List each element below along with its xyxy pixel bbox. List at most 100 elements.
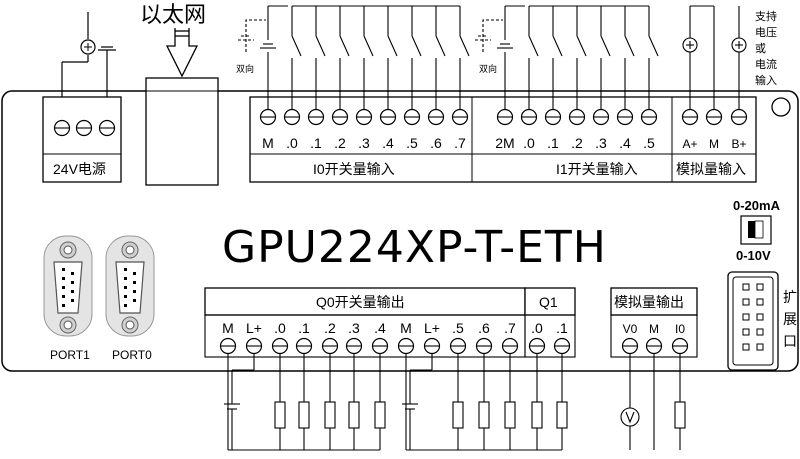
i0-terminal-label: .4 <box>382 135 394 151</box>
i1-terminal-screw <box>616 108 634 126</box>
ao-terminal-screw <box>671 337 689 355</box>
side-note-line: 电流 <box>755 57 777 71</box>
port1-connector: PORT1 <box>43 235 93 362</box>
i0-terminal-screw <box>355 108 373 126</box>
dip-switch-lever <box>748 221 755 238</box>
i0-terminal-label: M <box>262 135 274 151</box>
i1-terminal-screw <box>592 108 610 126</box>
q1-terminal-screw <box>553 337 571 355</box>
i0-terminal-screw <box>259 108 277 126</box>
port1-connector-label: PORT1 <box>50 348 90 362</box>
ai-terminal-label: M <box>709 137 719 151</box>
i0-terminal-screw <box>427 108 445 126</box>
q0-terminal-screw <box>321 337 339 355</box>
expansion-label: 口 <box>783 333 797 349</box>
q0-terminal-screw <box>245 337 263 355</box>
ai-terminal-label: B+ <box>731 137 746 151</box>
q0-terminal-label: .4 <box>374 320 386 336</box>
dip-top-label: 0-20mA <box>733 198 781 213</box>
ao-terminal-label: I0 <box>675 322 685 336</box>
q0-terminal-screw <box>295 337 313 355</box>
i1-switch-note: 双向 <box>479 63 497 74</box>
ao-terminal-screw <box>621 337 639 355</box>
i0-terminal-label: .5 <box>406 135 418 151</box>
q0-frame <box>204 287 526 316</box>
ao-label: 模拟量输出 <box>614 294 684 310</box>
q0-terminal-label: .5 <box>452 320 464 336</box>
power-terminal-screw <box>53 119 71 137</box>
power-wiring <box>61 12 116 97</box>
q0-terminal-screw <box>501 337 519 355</box>
i1-terminal-label: .5 <box>643 135 655 151</box>
q0-terminal-label: .6 <box>478 320 490 336</box>
q0-terminal-label: .1 <box>298 320 310 336</box>
q0-terminal-screw <box>271 337 289 355</box>
i0-terminal-screw <box>307 108 325 126</box>
i1-terminal-label: .3 <box>595 135 607 151</box>
i0-switch-note: 双向 <box>236 63 254 74</box>
q1-terminal-label: .0 <box>531 320 543 336</box>
power-block <box>42 96 122 183</box>
side-note-line: 输入 <box>755 73 777 87</box>
i0-terminal-label: .2 <box>334 135 346 151</box>
ai-terminal-screw <box>681 108 699 126</box>
i0-terminal-label: .1 <box>310 135 322 151</box>
q0-terminal-label: M <box>222 320 234 336</box>
i1-terminal-label: .0 <box>523 135 535 151</box>
i1-terminal-screw <box>496 108 514 126</box>
q0-terminal-screw <box>449 337 467 355</box>
port0-connector-label: PORT0 <box>112 348 152 362</box>
ai-label: 模拟量输入 <box>676 161 746 177</box>
i1-terminal-label: .2 <box>571 135 583 151</box>
q0-terminal-label: .7 <box>504 320 516 336</box>
power-label: 24V电源 <box>53 161 106 177</box>
q1-terminal-screw <box>528 337 546 355</box>
i0-terminal-screw <box>403 108 421 126</box>
i0-terminal-label: .6 <box>430 135 442 151</box>
i1-terminal-label: .4 <box>619 135 631 151</box>
q0-terminal-label: .3 <box>348 320 360 336</box>
ao-frame <box>610 287 698 316</box>
q0-terminal-screw <box>345 337 363 355</box>
i1-terminal-screw <box>520 108 538 126</box>
ao-terminal-screw <box>645 337 663 355</box>
q0-terminal-label: M <box>400 320 412 336</box>
mount-hole <box>771 97 791 117</box>
i0-terminal-label: .0 <box>286 135 298 151</box>
i0-terminal-screw <box>451 108 469 126</box>
input-switch-wiring <box>238 5 747 109</box>
i1-label: I1开关量输入 <box>556 161 638 177</box>
i0-terminal-label: .7 <box>454 135 466 151</box>
q0-terminal-label: L+ <box>246 320 262 336</box>
expansion-label: 扩 <box>783 289 797 305</box>
ao-terminal-label: M <box>649 322 659 336</box>
i1-terminal-label: 2M <box>495 135 514 151</box>
q0-terminal-screw <box>219 337 237 355</box>
i0-terminal-label: .3 <box>358 135 370 151</box>
i1-terminal-screw <box>568 108 586 126</box>
q0-terminal-screw <box>397 337 415 355</box>
side-note-line: 或 <box>755 42 766 55</box>
side-note-line: 支持 <box>755 9 777 23</box>
model-title: GPU224XP-T-ETH <box>222 222 607 273</box>
q0-terminal-label: .2 <box>324 320 336 336</box>
ai-terminal-label: A+ <box>682 137 697 151</box>
ethernet-label: 以太网 <box>140 2 206 27</box>
i0-label: I0开关量输入 <box>313 161 395 177</box>
q1-terminal-label: .1 <box>556 320 568 336</box>
q1-terminal-strip <box>524 314 576 358</box>
side-note-line: 电压 <box>755 26 777 39</box>
i1-terminal-screw <box>640 108 658 126</box>
i1-terminal-label: .1 <box>547 135 559 151</box>
q0-terminal-label: L+ <box>424 320 440 336</box>
i0-terminal-screw <box>379 108 397 126</box>
q0-terminal-screw <box>423 337 441 355</box>
ai-terminal-screw <box>730 108 748 126</box>
q1-label: Q1 <box>539 294 558 310</box>
dip-bottom-label: 0-10V <box>736 248 771 263</box>
output-load-wiring <box>224 354 686 451</box>
q0-terminal-label: .0 <box>274 320 286 336</box>
i0-terminal-screw <box>331 108 349 126</box>
ethernet-arrow-icon <box>165 28 199 78</box>
